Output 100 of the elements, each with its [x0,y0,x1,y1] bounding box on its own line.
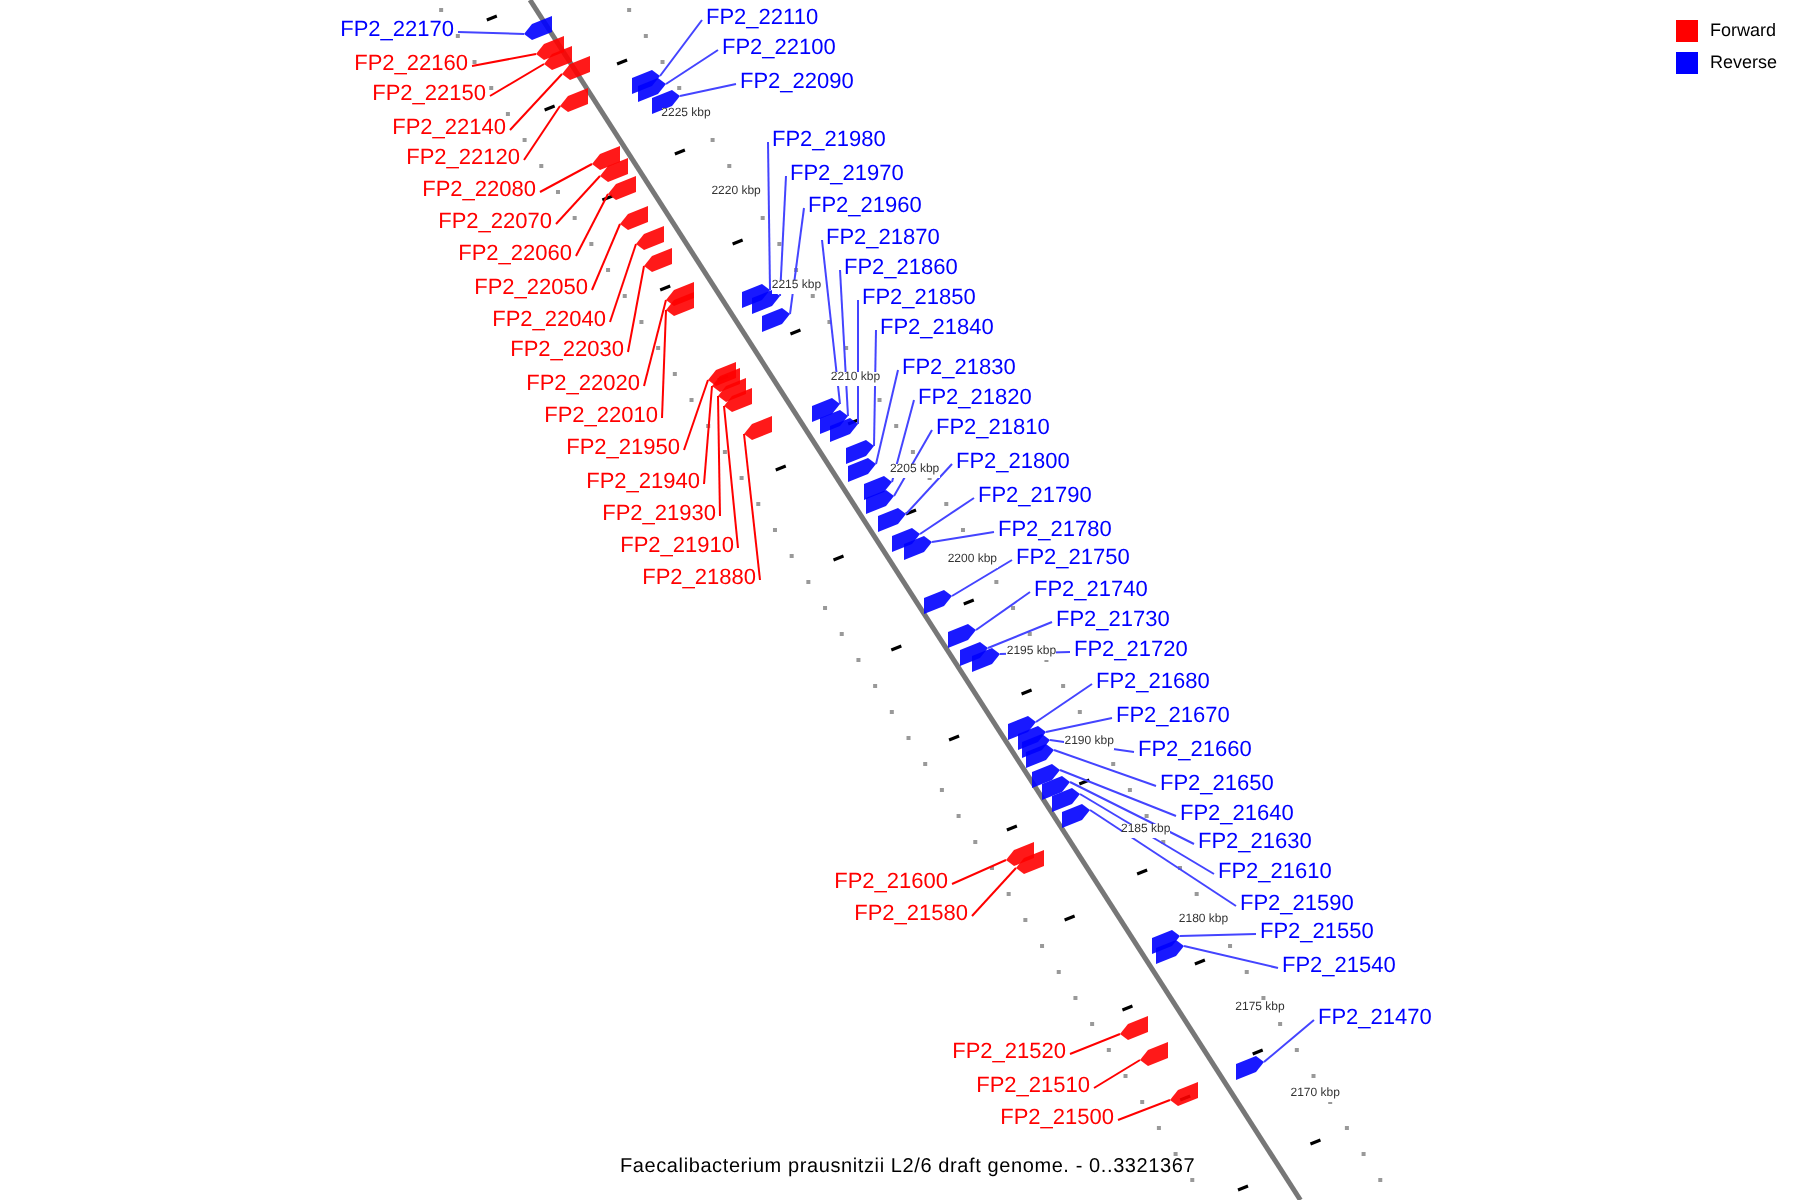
leader-line [891,399,915,483]
leader-line [975,591,1031,631]
gene-block [972,648,1000,672]
leader-line [575,193,609,257]
gene-block [644,248,672,272]
gene-label: FP2_21980 [772,128,886,154]
leader-line [679,83,737,97]
gene-label: FP2_21750 [1016,546,1130,572]
leader-line [661,309,667,419]
gene-label: FP2_21600 [834,870,948,896]
gene-label: FP2_22170 [340,18,454,44]
caption: Faecalibacterium prausnitzii L2/6 draft genome. - 0..3321367 [620,1156,1196,1180]
gene-block [1170,1082,1198,1106]
gene-label: FP2_21940 [586,470,700,496]
gene-label: FP2_21780 [998,518,1112,544]
leader-line [609,243,637,323]
leader-line [1069,781,1195,845]
gene-label: FP2_21670 [1116,704,1230,730]
leader-line [1053,749,1157,787]
leader-line [905,463,953,515]
gene-label: FP2_21740 [1034,578,1148,604]
leader-line [1035,683,1093,723]
gene-label: FP2_21790 [978,484,1092,510]
gene-block [1120,1016,1148,1040]
gene-block [878,508,906,532]
leader-line [821,239,841,405]
leader-line [779,175,787,297]
leader-line [875,369,899,465]
leader-line [489,63,545,97]
leader-line [1089,809,1237,907]
gene-label: FP2_22010 [544,404,658,430]
gene-label: FP2_21500 [1000,1106,1114,1132]
leader-line [717,395,721,517]
leader-line [723,405,739,549]
gene-label: FP2_21870 [826,226,940,252]
leader-line [951,859,1007,885]
gene-block [762,308,790,332]
leader-line [627,265,645,353]
gene-block [812,398,840,422]
gene-block [608,176,636,200]
gene-label: FP2_21680 [1096,670,1210,696]
gene-label: FP2_22140 [392,116,506,142]
leader-line [665,49,719,85]
gene-label: FP2_21970 [790,162,904,188]
gene-block [866,490,894,514]
gene-label: FP2_22040 [492,308,606,334]
leader-line [539,163,593,193]
gene-block [1008,716,1036,740]
gene-label: FP2_21830 [902,356,1016,382]
leader-line [471,53,537,67]
gene-block [592,146,620,170]
legend-text: Reverse [1710,52,1778,74]
gene-block [1156,940,1184,964]
leader-line [555,175,601,225]
gene-label: FP2_21550 [1260,920,1374,946]
leader-line [857,299,859,425]
leader-line [457,31,525,35]
gene-block [846,440,874,464]
leader-line [591,223,621,291]
gene-block [666,292,694,316]
leader-line [767,141,771,291]
leader-line [1117,1099,1171,1121]
leader-line [839,269,849,417]
gene-label: FP2_21850 [862,286,976,312]
gene-label: FP2_21520 [952,1040,1066,1066]
gene-label: FP2_21880 [642,566,756,592]
gene-label: FP2_22060 [458,242,572,268]
gene-label: FP2_21640 [1180,802,1294,828]
gene-block [1052,788,1080,812]
gene-label: FP2_21910 [620,534,734,560]
leader-line [873,329,877,447]
gene-label: FP2_21730 [1056,608,1170,634]
gene-label: FP2_22050 [474,276,588,302]
leader-line [987,621,1053,649]
gene-label: FP2_21840 [880,316,994,342]
leader-line [971,867,1017,917]
leader-line [1069,1033,1121,1055]
gene-block [1032,764,1060,788]
gene-block [600,158,628,182]
gene-block [892,528,920,552]
leader-line [1183,945,1279,969]
leader-line [1059,769,1177,817]
leader-line [659,19,703,77]
leader-line [509,73,563,131]
gene-block [924,590,952,614]
leader-line [789,207,805,315]
leader-line [703,385,713,485]
gene-label: FP2_21800 [956,450,1070,476]
gene-label: FP2_22020 [526,372,640,398]
gene-block [830,418,858,442]
gene-block [848,458,876,482]
gene-block [536,36,564,60]
gene-label: FP2_21630 [1198,830,1312,856]
leader-line [1179,933,1257,937]
gene-block [904,536,932,560]
gene-label: FP2_22030 [510,338,624,364]
legend-text: Forward [1710,20,1777,42]
leader-line [919,497,975,535]
gene-block [1140,1042,1168,1066]
gene-label: FP2_21650 [1160,772,1274,798]
